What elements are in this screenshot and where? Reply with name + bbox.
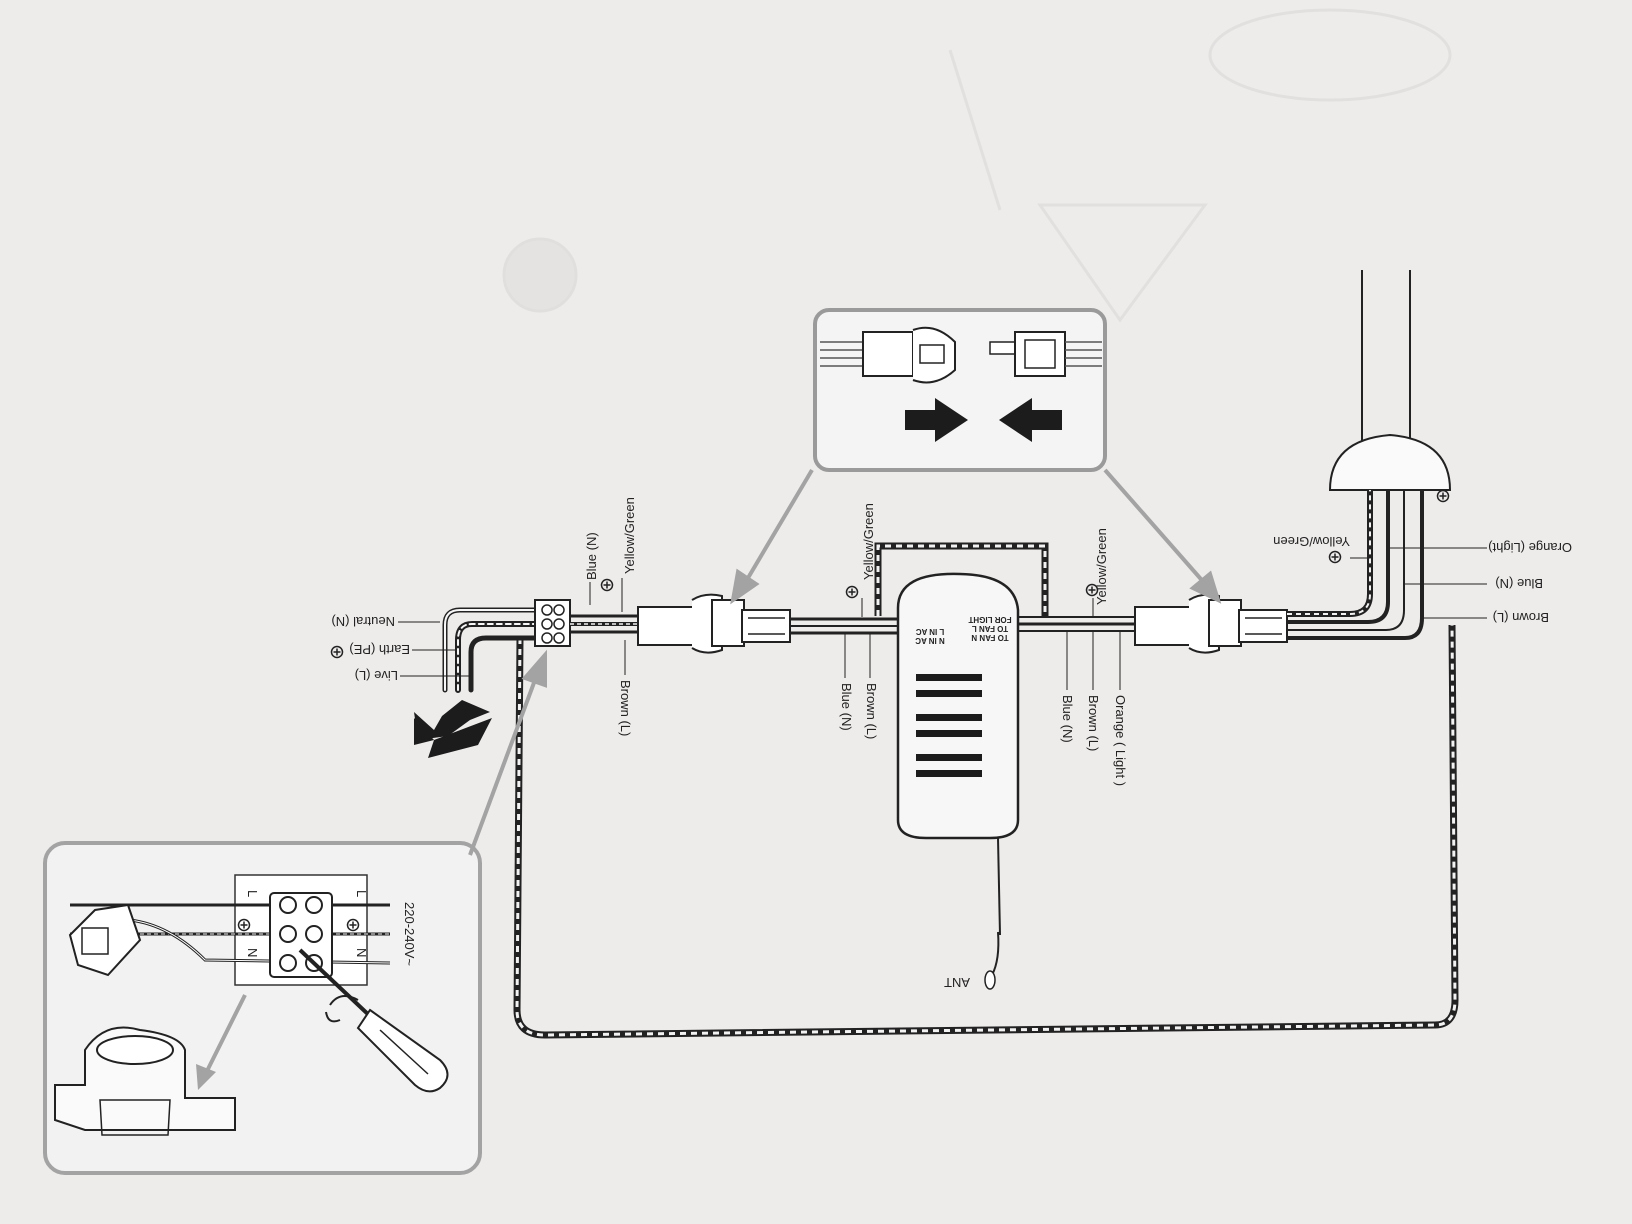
fan-wire-labels: Yellow/Green Orange (Light) Blue (N) Bro… xyxy=(1273,534,1572,625)
terminal-detail-inset xyxy=(43,841,482,1175)
arrow-left-icon xyxy=(999,398,1062,442)
arrow-right-icon xyxy=(905,398,968,442)
label-earth: Earth (PE) xyxy=(349,642,410,657)
inset-l-left: L xyxy=(245,890,260,897)
label-brown-l-output: Brown (L) xyxy=(1086,695,1101,751)
label-blue-n-fan: Blue (N) xyxy=(1495,576,1543,591)
inset-plug-icon xyxy=(68,903,142,977)
mains-supply-cable xyxy=(442,607,543,693)
input-wires xyxy=(790,617,900,635)
label-blue-n-input: Blue (N) xyxy=(839,683,854,731)
receiver-vent-grille xyxy=(916,674,982,777)
label-live: Live (L) xyxy=(355,668,398,683)
inset-terminal-labels: 220-240V~ L L N N xyxy=(245,890,417,966)
label-neutral: Neutral (N) xyxy=(331,614,395,629)
fan-downrod-canopy xyxy=(1328,270,1452,491)
supply-arrow-icon xyxy=(414,700,492,758)
earth-symbol-icon xyxy=(1328,550,1342,564)
terminal-block-labels: Blue (N) Yellow/Green Brown (L) xyxy=(584,497,637,736)
inset-male-plug-icon xyxy=(820,326,956,384)
earth-symbol-icon xyxy=(330,645,344,659)
label-yellow-green-output: Yellow/Green xyxy=(1094,528,1109,605)
terminal-block xyxy=(534,599,571,647)
output-wire-labels: Yellow/Green Blue (N) Brown (L) Orange (… xyxy=(1060,528,1128,786)
inset-callout-arrows xyxy=(730,468,1222,605)
earth-bridge-cable xyxy=(874,542,1049,616)
inset-terminal-block xyxy=(70,874,391,986)
label-yellow-green-fan: Yellow/Green xyxy=(1273,534,1350,549)
receiver-box xyxy=(896,572,1020,990)
inset-voltage-label: 220-240V~ xyxy=(402,902,417,966)
plug-connector-icon xyxy=(637,593,791,654)
terminal-n-in: N IN AC xyxy=(915,636,945,645)
input-wire-labels: Yellow/Green Brown (L) Blue (N) xyxy=(839,503,879,739)
earth-symbol-icon xyxy=(1436,489,1450,503)
label-orange-light-output: Orange ( Light ) xyxy=(1113,695,1128,786)
label-yellow-green-input: Yellow/Green xyxy=(861,503,876,580)
antenna-label: ANT xyxy=(944,975,970,990)
terminal-fan-l: TO FAN L xyxy=(972,624,1008,633)
inset-female-plug-icon xyxy=(989,331,1102,377)
label-brown-l-block: Brown (L) xyxy=(618,680,633,736)
screwdriver-icon xyxy=(298,948,449,1093)
fan-wires xyxy=(1287,490,1424,640)
terminal-l-in: L IN AC xyxy=(916,627,945,636)
plug-connector-fan-icon xyxy=(1134,593,1288,654)
label-brown-l-input: Brown (L) xyxy=(864,683,879,739)
label-blue-n-output: Blue (N) xyxy=(1060,695,1075,743)
inset-l-right: L xyxy=(354,890,369,897)
wires-block-to-connector xyxy=(570,614,640,634)
earth-loop-cable xyxy=(513,624,1459,1039)
terminal-callout-arrow xyxy=(468,649,547,856)
earth-symbol-icon xyxy=(845,585,859,599)
terminal-fan-n: TO FAN N xyxy=(971,633,1008,642)
supply-labels: Neutral (N) Earth (PE) Live (L) xyxy=(331,614,470,683)
receiver-terminals: L IN AC N IN AC FOR LIGHT TO FAN L TO FA… xyxy=(915,615,1012,645)
output-wires xyxy=(1018,616,1140,632)
label-orange-light-fan: Orange (Light) xyxy=(1488,540,1572,555)
label-yellow-green-block: Yellow/Green xyxy=(622,497,637,574)
label-brown-l-fan: Brown (L) xyxy=(1493,610,1549,625)
earth-symbol-icon xyxy=(600,578,614,592)
connector-detail-inset xyxy=(813,308,1107,472)
wire-clamp-icon xyxy=(54,1026,236,1136)
inset-n-left: N xyxy=(245,948,260,957)
inset-n-right: N xyxy=(354,948,369,957)
terminal-for-light: FOR LIGHT xyxy=(968,615,1011,624)
background-watermark xyxy=(502,8,1452,323)
label-blue-n-block: Blue (N) xyxy=(584,532,599,580)
